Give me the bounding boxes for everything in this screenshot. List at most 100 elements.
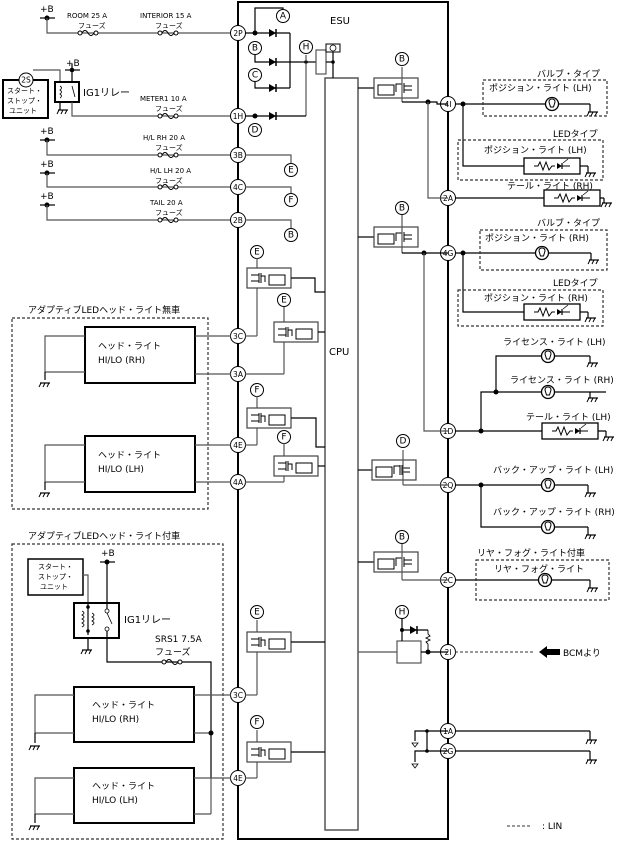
connector-left-3b: 3B (230, 147, 246, 163)
svg-text:D: D (400, 437, 407, 447)
fuse-meter1-name: METER1 10 A (140, 95, 187, 103)
right-loads: バルブ・タイプ ポジション・ライト (LH) LEDタイプ ポジション・ライト … (455, 68, 615, 765)
svg-text:フューズ: フューズ (155, 143, 183, 152)
cpu-label: CPU (329, 347, 349, 358)
connector-left-3c: 3C (230, 687, 246, 703)
fuse-meter1-sub: フューズ (155, 104, 183, 113)
svg-text:バルブ・タイプ: バルブ・タイプ (537, 68, 600, 80)
svg-text:F: F (254, 718, 259, 728)
node-f: F (284, 193, 298, 207)
svg-text:B: B (252, 44, 258, 54)
switch-group-right (358, 67, 448, 769)
node-e: E (277, 293, 291, 307)
node-h: H (395, 605, 409, 619)
node-a: A (276, 9, 290, 23)
connector-left-3c: 3C (230, 328, 246, 344)
svg-text:TAIL 20 A: TAIL 20 A (149, 199, 183, 207)
node-e: E (284, 163, 298, 177)
fuse-srs1-sub: フューズ (155, 646, 191, 658)
svg-text:2Q: 2Q (443, 481, 454, 490)
bcm-arrow-icon (539, 646, 560, 658)
svg-text:LEDタイプ: LEDタイプ (553, 278, 598, 289)
svg-text:4E: 4E (233, 441, 243, 450)
svg-text:E: E (288, 166, 294, 176)
svg-text:ヘッド・ライト: ヘッド・ライト (98, 341, 161, 352)
node-d: D (396, 434, 410, 448)
svg-text:HI/LO (LH): HI/LO (LH) (98, 465, 144, 475)
svg-text:リヤ・フォグ・ライト付車: リヤ・フォグ・ライト付車 (477, 547, 585, 559)
svg-text:2G: 2G (443, 747, 454, 756)
fuse-interior-sub: フューズ (155, 21, 183, 30)
connector-left-4e: 4E (230, 770, 246, 786)
power-hl-lh: +B H/L LH 20 A フューズ (40, 160, 233, 190)
ig1-relay-top: IG1リレー +B METER1 10 A フューズ (54, 59, 233, 119)
svg-text:LEDタイプ: LEDタイプ (553, 129, 598, 140)
svg-text:ヘッド・ライト: ヘッド・ライト (92, 781, 155, 792)
svg-text:フューズ: フューズ (155, 176, 183, 185)
svg-text:H/L LH 20 A: H/L LH 20 A (150, 167, 191, 175)
node-d: D (248, 123, 262, 137)
srs1-fuse-icon (161, 659, 183, 665)
svg-text:ヘッド・ライト: ヘッド・ライト (98, 450, 161, 461)
connector-left-1h: 1H (230, 108, 246, 124)
svg-text:B: B (399, 204, 405, 214)
node-b: B (395, 201, 409, 215)
node-f: F (250, 383, 264, 397)
svg-text:B: B (288, 231, 294, 241)
fuse-interior-name: INTERIOR 15 A (140, 12, 192, 20)
svg-text:HI/LO (RH): HI/LO (RH) (98, 356, 145, 366)
svg-text:3A: 3A (233, 370, 244, 379)
svg-text:ライセンス・ライト (LH): ライセンス・ライト (LH) (503, 337, 606, 348)
node-e: E (250, 245, 264, 259)
connector-left-4e: 4E (230, 437, 246, 453)
svg-text:バック・アップ・ライト (RH): バック・アップ・ライト (RH) (493, 507, 615, 518)
svg-text:H: H (399, 608, 406, 618)
connector-left-3a: 3A (230, 366, 246, 382)
svg-text:C: C (252, 71, 258, 81)
room-fuse-icon (77, 30, 99, 36)
connector-left-4a: 4A (230, 474, 246, 490)
svg-text:ポジション・ライト (LH): ポジション・ライト (LH) (484, 145, 587, 156)
svg-text:リヤ・フォグ・ライト: リヤ・フォグ・ライト (494, 563, 584, 575)
svg-text:B: B (399, 533, 405, 543)
connector-left-2b: 2B (230, 212, 246, 228)
svg-text:+B: +B (40, 192, 54, 202)
node-f: F (250, 715, 264, 729)
fuse-room-name: ROOM 25 A (67, 12, 107, 20)
svg-text:3C: 3C (233, 691, 243, 700)
svg-text:F: F (254, 386, 259, 396)
svg-text:1H: 1H (233, 112, 243, 121)
svg-text:アダプティブLEDヘッド・ライト付車: アダプティブLEDヘッド・ライト付車 (28, 530, 180, 542)
plus-b-1: +B (40, 5, 54, 15)
meter1-fuse-icon (157, 113, 179, 119)
adaptive-without-group: アダプティブLEDヘッド・ライト無車 ヘッド・ライト HI/LO (RH) ヘッ… (11, 304, 231, 510)
svg-text:D: D (252, 126, 259, 136)
svg-text:F: F (281, 433, 286, 443)
svg-text:スタート・: スタート・ (7, 86, 42, 95)
svg-text:4G: 4G (443, 249, 454, 258)
node-c: C (248, 68, 262, 82)
svg-text:4A: 4A (233, 478, 244, 487)
svg-text:ヘッド・ライト: ヘッド・ライト (92, 700, 155, 711)
svg-text:+B: +B (101, 549, 115, 559)
svg-text:テール・ライト (RH): テール・ライト (RH) (507, 181, 593, 192)
esu-input-logic (245, 7, 341, 121)
bcm-label: BCMより (563, 648, 601, 659)
node-f: F (277, 430, 291, 444)
svg-text:E: E (281, 296, 287, 306)
svg-text:B: B (399, 55, 405, 65)
connector-left-2p: 2P (230, 25, 246, 41)
legend-lin-label: : LIN (542, 822, 562, 832)
node-b: B (395, 530, 409, 544)
svg-text:F: F (288, 196, 293, 206)
svg-text:1D: 1D (443, 427, 454, 436)
svg-text:HI/LO (LH): HI/LO (LH) (92, 796, 138, 806)
cpu-block (324, 77, 359, 831)
svg-text:+B: +B (40, 127, 54, 137)
svg-text:H/L RH 20 A: H/L RH 20 A (143, 134, 185, 142)
svg-text:ポジション・ライト (RH): ポジション・ライト (RH) (484, 293, 588, 304)
svg-text:フューズ: フューズ (155, 208, 183, 217)
node-b: B (248, 41, 262, 55)
